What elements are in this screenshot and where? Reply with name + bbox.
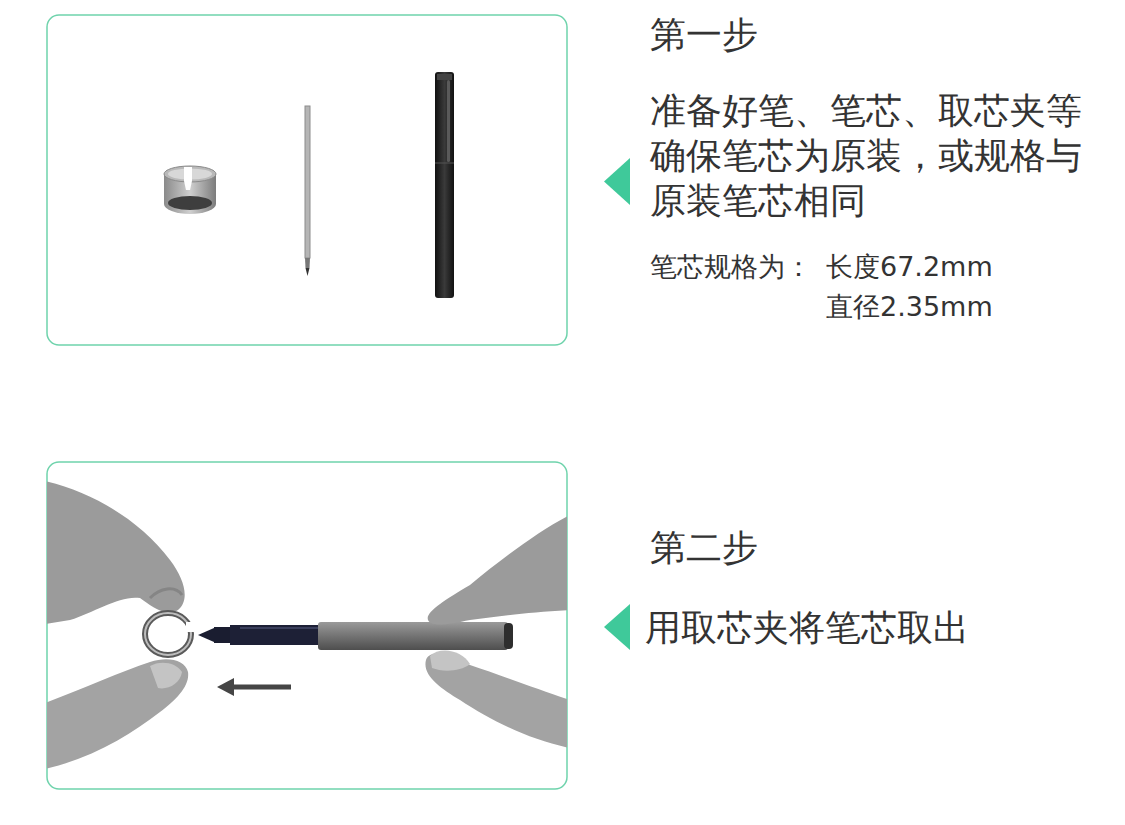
refill-clip: [164, 166, 216, 214]
spec-label: 笔芯规格为：: [650, 249, 812, 285]
step-heading: 第二步: [650, 525, 758, 571]
step-instruction: 准备好笔、笔芯、取芯夹等 确保笔芯为原装，或规格与 原装笔芯相同: [650, 88, 1086, 223]
step-heading: 第一步: [650, 12, 758, 58]
refill: [305, 106, 310, 276]
pen: [435, 72, 454, 298]
step-panel: [47, 462, 567, 789]
spec-value: 直径2.35mm: [826, 289, 993, 325]
pointer-triangle: [604, 158, 630, 205]
pointer-triangle: [604, 604, 630, 650]
spec-value: 长度67.2mm: [826, 249, 993, 285]
removal-illustration: [47, 480, 567, 770]
step-instruction: 用取芯夹将笔芯取出: [645, 605, 969, 651]
step-panel: [47, 15, 567, 345]
